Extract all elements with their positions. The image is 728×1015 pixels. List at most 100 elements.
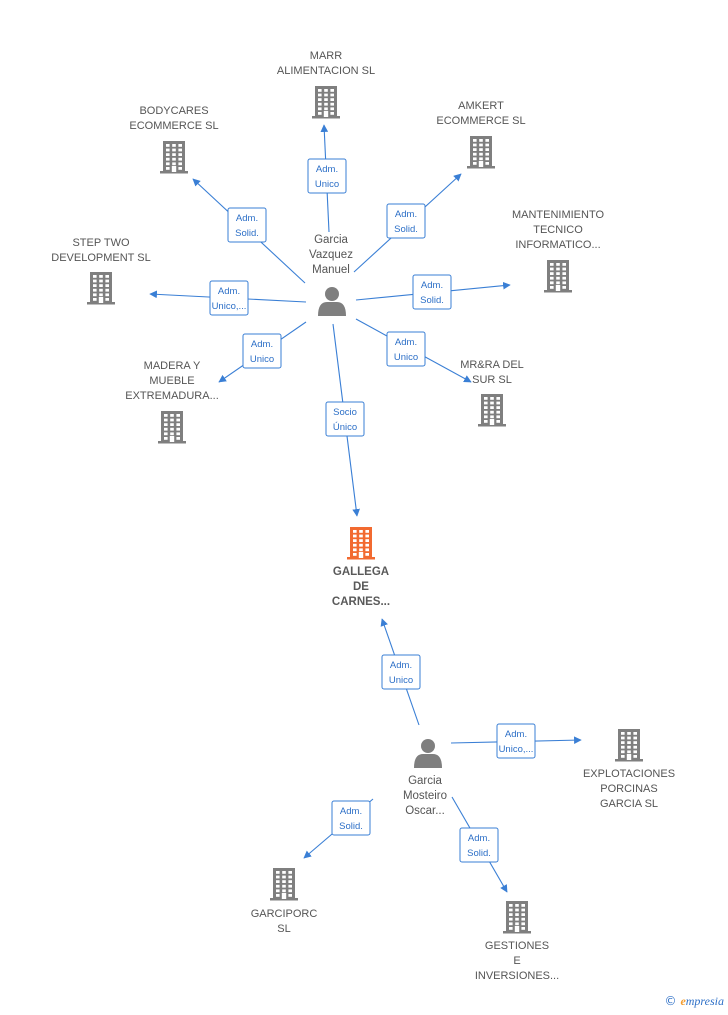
company-label: SL (277, 923, 290, 935)
company-node-bodycares[interactable]: BODYCARES ECOMMERCE SL (129, 105, 219, 174)
person-icon[interactable] (414, 739, 442, 768)
edge-label-text: Adm. (468, 833, 490, 844)
edge-p1-marr: Adm. Unico (307, 124, 347, 233)
company-node-gallega[interactable]: GALLEGA DE CARNES... (332, 527, 390, 608)
edge-label-text: Unico (315, 179, 339, 190)
person-label: Garcia (408, 775, 442, 787)
edge-label-text: Unico (250, 354, 274, 365)
edge-label-box[interactable] (496, 723, 536, 759)
edge-p1-steptwo: Adm. Unico,... (149, 280, 307, 316)
company-node-marr[interactable]: MARR ALIMENTACION SL (277, 50, 375, 119)
edge-label-text: Solid. (394, 224, 418, 235)
company-label: MANTENIMIENTO (512, 209, 605, 221)
company-label: ALIMENTACION SL (277, 65, 375, 77)
edge-label-box[interactable] (331, 800, 371, 836)
edge-label-text: Único (333, 422, 357, 433)
edge-label-box[interactable] (242, 333, 282, 369)
company-label: BODYCARES (139, 105, 208, 117)
edge-label-text: Adm. (218, 286, 240, 297)
company-node-madera[interactable]: MADERA Y MUEBLE EXTREMADURA... (125, 360, 219, 444)
edge-label-text: Adm. (340, 806, 362, 817)
edge-label-box[interactable] (307, 158, 347, 194)
empresia-logo[interactable]: ©empresia (664, 994, 724, 1009)
building-icon[interactable] (312, 86, 340, 119)
company-node-garciporc[interactable]: GARCIPORC SL (251, 868, 318, 935)
company-label: MARR (310, 50, 342, 62)
company-label: EXTREMADURA... (125, 390, 219, 402)
person-label: Vazquez (309, 249, 353, 261)
company-node-mantenimiento[interactable]: MANTENIMIENTO TECNICO INFORMATICO... (512, 209, 605, 293)
edge-label-box[interactable] (325, 401, 365, 437)
building-icon[interactable] (158, 411, 186, 444)
company-label: SUR SL (472, 374, 512, 386)
main-company-building-icon[interactable] (347, 527, 375, 560)
edge-label-text: Adm. (505, 729, 527, 740)
company-label: MR&RA DEL (460, 359, 524, 371)
edge-label-text: Socio (333, 407, 357, 418)
edge-label-box[interactable] (386, 203, 426, 239)
edge-label-box[interactable] (459, 827, 499, 863)
edge-label-text: Adm. (395, 209, 417, 220)
building-icon[interactable] (503, 901, 531, 934)
building-icon[interactable] (467, 136, 495, 169)
company-label: INFORMATICO... (515, 239, 600, 251)
edge-label-box[interactable] (227, 207, 267, 243)
company-label: ECOMMERCE SL (129, 120, 218, 132)
company-label: GARCIA SL (600, 798, 658, 810)
company-label: PORCINAS (600, 783, 657, 795)
building-icon[interactable] (615, 729, 643, 762)
edge-label-text: Solid. (467, 848, 491, 859)
building-icon[interactable] (87, 272, 115, 305)
building-icon[interactable] (478, 394, 506, 427)
edge-p1-mrra: Adm.Unico (355, 318, 472, 383)
company-label: MUEBLE (149, 375, 194, 387)
edge-label-box[interactable] (209, 280, 249, 316)
person-label: Garcia (314, 234, 348, 246)
company-label: MADERA Y (144, 360, 201, 372)
building-icon[interactable] (160, 141, 188, 174)
edge-p2-explotaciones: Adm. Unico,... (450, 723, 582, 759)
edge-label-box[interactable] (386, 331, 426, 367)
person-label: Oscar... (405, 805, 445, 817)
company-label: CARNES... (332, 596, 390, 608)
company-label: ECOMMERCE SL (436, 115, 525, 127)
edge-label-text: Unico,... (499, 744, 534, 755)
building-icon[interactable] (270, 868, 298, 901)
company-label: GALLEGA (333, 566, 389, 578)
brand-name: mpresia (685, 994, 724, 1008)
edge-label-box[interactable] (412, 274, 452, 310)
building-icon[interactable] (544, 260, 572, 293)
company-label: TECNICO (533, 224, 583, 236)
company-node-explotaciones[interactable]: EXPLOTACIONES PORCINAS GARCIA SL (583, 729, 675, 810)
edge-label-text: Unico,... (212, 301, 247, 312)
edge-p2-gestiones: Adm. Solid. (451, 796, 508, 893)
edge-p2-gallega: Adm.Unico (380, 618, 421, 726)
company-node-mrra[interactable]: MR&RA DEL SUR SL (460, 359, 524, 427)
company-label: GARCIPORC (251, 908, 318, 920)
copyright-symbol: © (664, 994, 677, 1008)
edge-label-text: Unico (394, 352, 418, 363)
edge-p1-bodycares: Adm. Solid. (192, 178, 306, 284)
edge-label-text: Adm. (251, 339, 273, 350)
edge-label-box[interactable] (381, 654, 421, 690)
company-label: DE (353, 581, 369, 593)
company-label: EXPLOTACIONES (583, 768, 675, 780)
person-node-p2[interactable]: GarciaMosteiroOscar... (403, 739, 447, 817)
edge-label-text: Adm. (316, 164, 338, 175)
company-label: GESTIONES (485, 940, 549, 952)
edge-label-text: Unico (389, 675, 413, 686)
person-label: Mosteiro (403, 790, 447, 802)
edge-p1-madera: Adm. Unico (218, 321, 307, 383)
edge-label-text: Solid. (235, 228, 259, 239)
edge-label-text: Adm. (421, 280, 443, 291)
person-icon[interactable] (318, 287, 346, 316)
company-label: E (513, 955, 520, 967)
edge-label-text: Adm. (236, 213, 258, 224)
company-node-gestiones[interactable]: GESTIONESEINVERSIONES... (475, 901, 559, 982)
edge-label-text: Solid. (420, 295, 444, 306)
